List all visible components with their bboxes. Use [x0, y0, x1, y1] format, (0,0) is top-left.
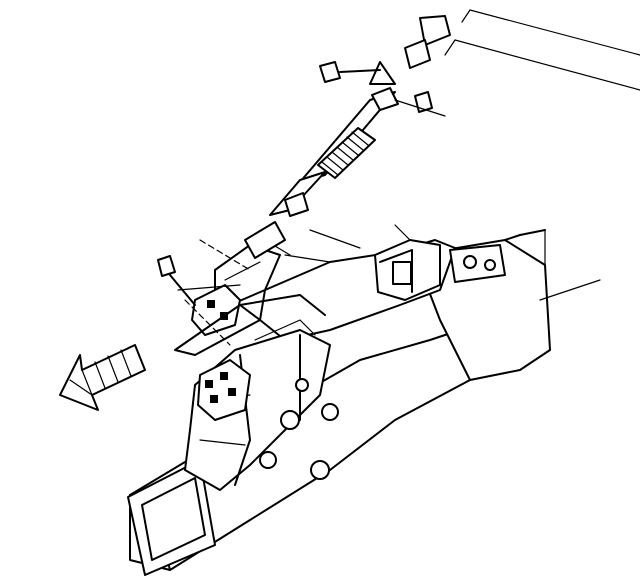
frame-rail: [127, 229, 601, 576]
pinch-bolt-lower: [157, 255, 241, 306]
frame-mount-bracket: [374, 239, 506, 301]
steering-gear: [184, 319, 339, 491]
body-panel: [444, 9, 640, 91]
nut-upper: [394, 91, 446, 117]
pinch-bolt-upper: [319, 61, 396, 85]
shaft-collar: [284, 87, 399, 217]
front-direction-arrow: [59, 344, 146, 411]
bellows-boot: [317, 127, 376, 179]
centerlines: [184, 239, 251, 346]
intermediate-shaft-coupling: [174, 284, 326, 356]
